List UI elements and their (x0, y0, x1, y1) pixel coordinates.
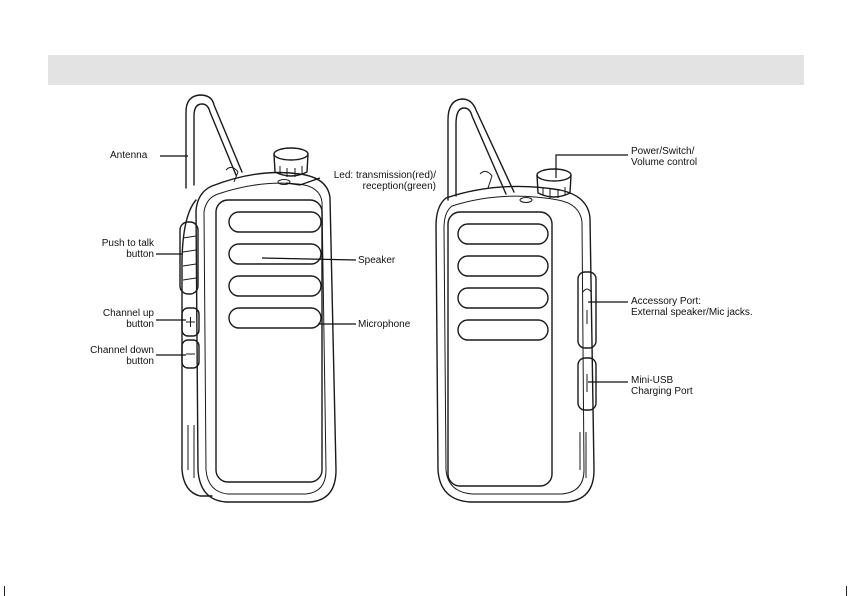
label-mini-usb: Mini-USB Charging Port (631, 375, 693, 397)
label-power: Power/Switch/ Volume control (631, 146, 697, 168)
label-speaker: Speaker (358, 255, 395, 266)
label-channel-down: Channel down button (70, 345, 154, 367)
label-microphone: Microphone (358, 319, 410, 330)
leader-speaker (262, 258, 356, 260)
leader-power (556, 155, 628, 178)
left-radio-front (180, 95, 336, 502)
label-antenna: Antenna (110, 150, 147, 161)
label-led: Led: transmission(red)/ reception(green) (316, 170, 436, 192)
label-push-to-talk: Push to talk button (80, 238, 154, 260)
corner-mark-left (4, 586, 5, 596)
right-radio-back (436, 99, 596, 502)
corner-mark-right (846, 586, 847, 596)
leader-led (286, 178, 320, 185)
label-accessory-port: Accessory Port: External speaker/Mic jac… (631, 296, 753, 318)
label-channel-up: Channel up button (80, 308, 154, 330)
